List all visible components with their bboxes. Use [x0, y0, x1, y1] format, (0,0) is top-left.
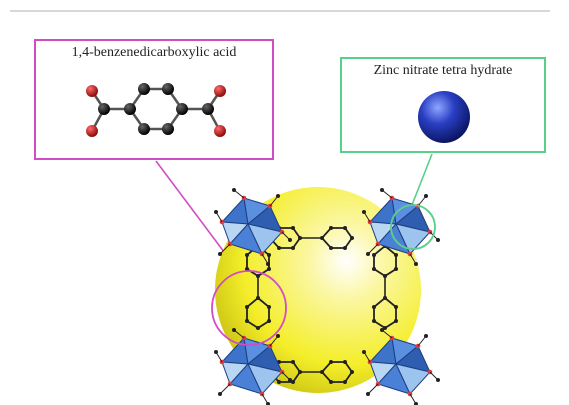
metal-source-label: Zinc nitrate tetra hydrate — [373, 63, 513, 78]
top-divider — [10, 10, 550, 12]
metal-connector-line — [411, 153, 433, 206]
metal-source-box: Zinc nitrate tetra hydrate — [340, 57, 546, 153]
terephthalic-acid-molecule-icon — [86, 83, 226, 137]
zinc-sphere-icon — [418, 91, 470, 143]
linker-highlight-circle — [211, 270, 287, 346]
cluster-highlight-circle — [390, 204, 436, 250]
organic-linker-box: 1,4-benzenedicarboxylic acid — [34, 39, 274, 160]
organic-linker-label: 1,4-benzenedicarboxylic acid — [71, 45, 237, 60]
